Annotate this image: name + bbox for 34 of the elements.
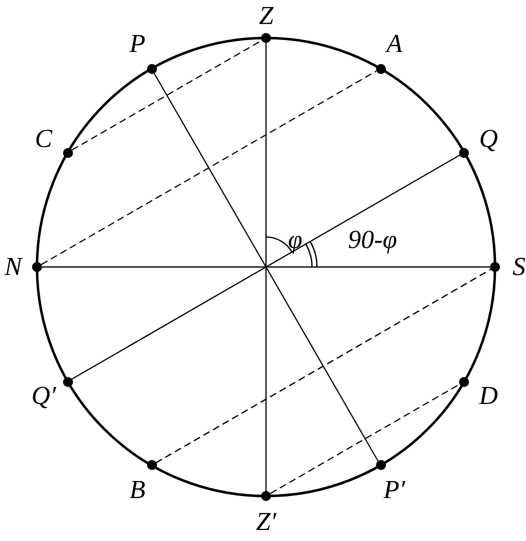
point-label: N [4,254,22,280]
dashed-line [72,40,262,151]
line [42,266,490,268]
point-label: Q [479,126,498,152]
angle-label: φ [288,227,302,253]
dashed-line [41,70,376,266]
point-label: Z [259,3,274,29]
point-dot [261,33,271,43]
line [72,154,460,380]
dashed-line [156,268,491,464]
point-dot [146,64,156,74]
point-dot [62,148,73,158]
angle-label: 90-φ [348,227,398,253]
point-dot [459,376,470,386]
point-dot [261,491,271,501]
point-label: Q′ [31,382,56,408]
point-label: P′ [384,476,406,503]
dashed-line [270,383,460,494]
point-dot [459,148,470,158]
point-label: C [34,126,52,152]
point-dot [490,262,500,272]
point-dot [376,64,386,74]
point-label: P [130,31,146,58]
point-label: A [386,31,402,58]
point-label: Z′ [256,509,276,535]
point-label: S [512,254,526,280]
line [265,43,267,491]
point-dot [62,376,73,386]
point-label: D [479,382,498,408]
point-dot [32,262,42,272]
point-label: B [130,476,146,503]
point-dot [376,460,386,470]
line [153,72,379,462]
point-dot [146,460,156,470]
